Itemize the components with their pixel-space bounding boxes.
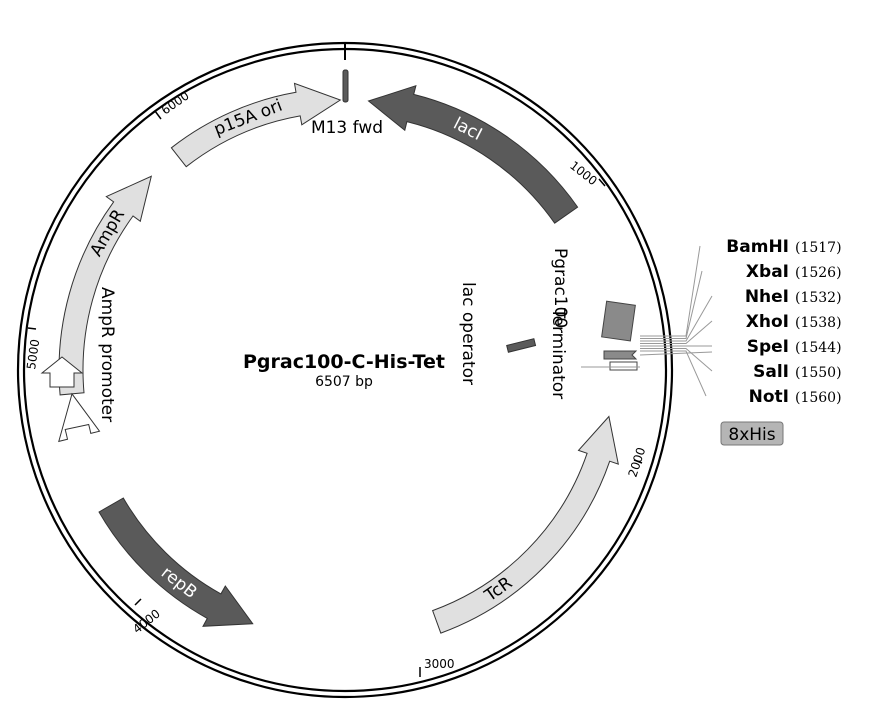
site-name: NotI — [749, 387, 789, 407]
site-position: (1544) — [795, 340, 842, 356]
site-leader-line — [640, 350, 707, 397]
site-name: XhoI — [746, 312, 789, 332]
pgrac100-label: Pgrac100 — [550, 248, 570, 328]
ampr-label: AmpR — [86, 206, 129, 260]
p15a-ori-label: p15A ori — [211, 96, 285, 140]
site-position: (1517) — [795, 240, 842, 256]
his-tag-box — [720, 421, 784, 446]
tick-3000: 3000 — [419, 657, 455, 677]
m13-fwd-marker — [342, 69, 349, 103]
site-leader-line — [640, 348, 713, 372]
site-sali: SalI (1550) — [753, 362, 841, 382]
p15a-ori-arrow — [170, 82, 342, 168]
svg-text:2000: 2000 — [626, 446, 649, 479]
laci-arrow — [367, 84, 579, 224]
svg-text:3000: 3000 — [424, 657, 455, 671]
ampr-promoter-arrow — [58, 392, 101, 443]
ampr-promoter-label: AmpR promoter — [97, 287, 117, 422]
lac-operator-marker — [506, 338, 537, 353]
site-nhei: NheI (1532) — [745, 287, 842, 307]
tick-6000: 6000 — [154, 88, 192, 120]
plasmid-name: Pgrac100-C-His-Tet — [243, 351, 445, 373]
his-tag-label: 8xHis — [728, 425, 775, 445]
site-xhoi: XhoI (1538) — [746, 312, 842, 332]
site-name: SpeI — [747, 337, 789, 357]
tick-5000: 5000 — [24, 327, 42, 370]
his-tag-leader-2 — [639, 351, 713, 356]
site-name: NheI — [745, 287, 789, 307]
site-leader-line — [640, 245, 701, 337]
site-xbai: XbaI (1526) — [746, 262, 842, 282]
pgrac100-marker — [601, 300, 636, 342]
m13-fwd-label: M13 fwd — [311, 118, 383, 138]
site-name: SalI — [753, 362, 789, 382]
site-noti: NotI (1560) — [749, 387, 842, 407]
tcr-arrow — [431, 415, 619, 634]
svg-text:6000: 6000 — [159, 88, 192, 117]
site-position: (1560) — [795, 390, 842, 406]
rbs-marker — [603, 350, 638, 360]
lac-operator-label: lac operator — [458, 282, 478, 385]
ampr-arrow — [58, 175, 153, 396]
site-leader-lines — [640, 245, 713, 397]
svg-text:1000: 1000 — [567, 158, 600, 188]
site-spei: SpeI (1544) — [747, 337, 842, 357]
restriction-sites: BamHI (1517) XbaI (1526) NheI (1532) XhoI (1538… — [726, 237, 841, 407]
plasmid-size: 6507 bp — [315, 374, 373, 390]
repb-arrow — [98, 497, 254, 627]
his-tag-marker — [609, 361, 638, 371]
site-position: (1538) — [795, 315, 842, 331]
terminator-label: Terminator — [548, 307, 568, 399]
site-name: BamHI — [726, 237, 789, 257]
svg-text:5000: 5000 — [24, 338, 42, 370]
ampr-promoter-small-arrow — [40, 356, 84, 388]
site-name: XbaI — [746, 262, 789, 282]
site-leader-line — [640, 320, 713, 344]
site-bamhi: BamHI (1517) — [726, 237, 841, 257]
site-leader-line — [640, 295, 713, 342]
site-leader-line — [640, 270, 703, 339]
site-position: (1550) — [795, 365, 842, 381]
tick-2000: 2000 — [626, 446, 649, 479]
site-position: (1526) — [795, 265, 842, 281]
site-position: (1532) — [795, 290, 842, 306]
